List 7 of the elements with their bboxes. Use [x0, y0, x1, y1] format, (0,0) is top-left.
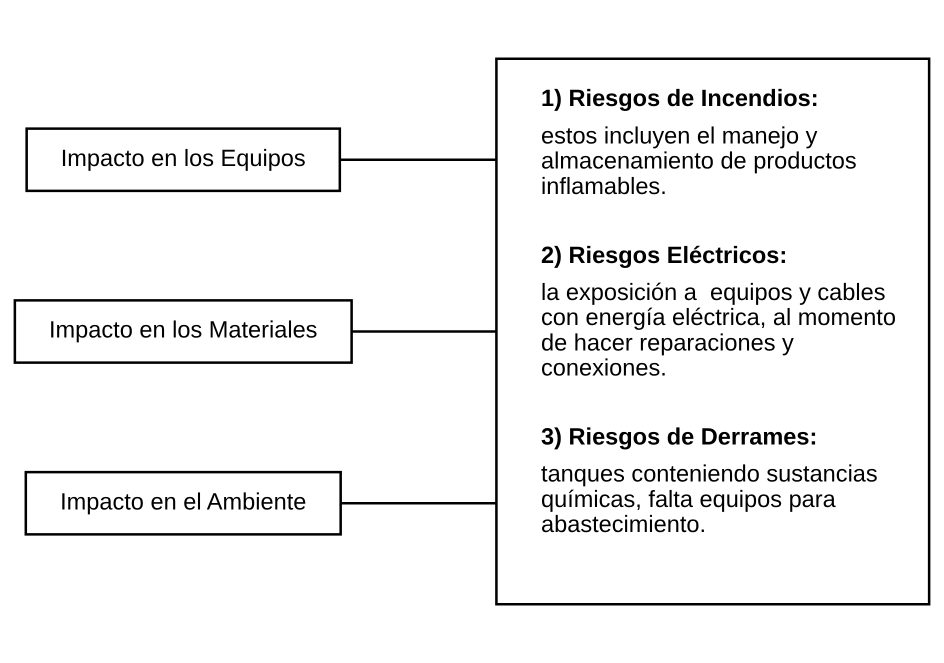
- connector: [352, 330, 496, 333]
- node-box: 1) Riesgos de Incendios: estos incluyen el manejo y almacenamiento de productos inflamables. 2) Riesgos Eléctricos: la exposición a equipos y cables con energía eléctrica, al momento de hacer reparaciones y conexiones. 3) Riesgos de Derrames: tanques conteniendo sustancias químicas, falta equipos para abastecimiento.: [495, 57, 930, 606]
- connector: [340, 158, 496, 162]
- node-box: Impacto en los Materiales: [14, 299, 353, 364]
- node-box: Impacto en los Equipos: [25, 127, 342, 192]
- node-box: Impacto en el Ambiente: [24, 470, 342, 536]
- connector: [340, 502, 496, 504]
